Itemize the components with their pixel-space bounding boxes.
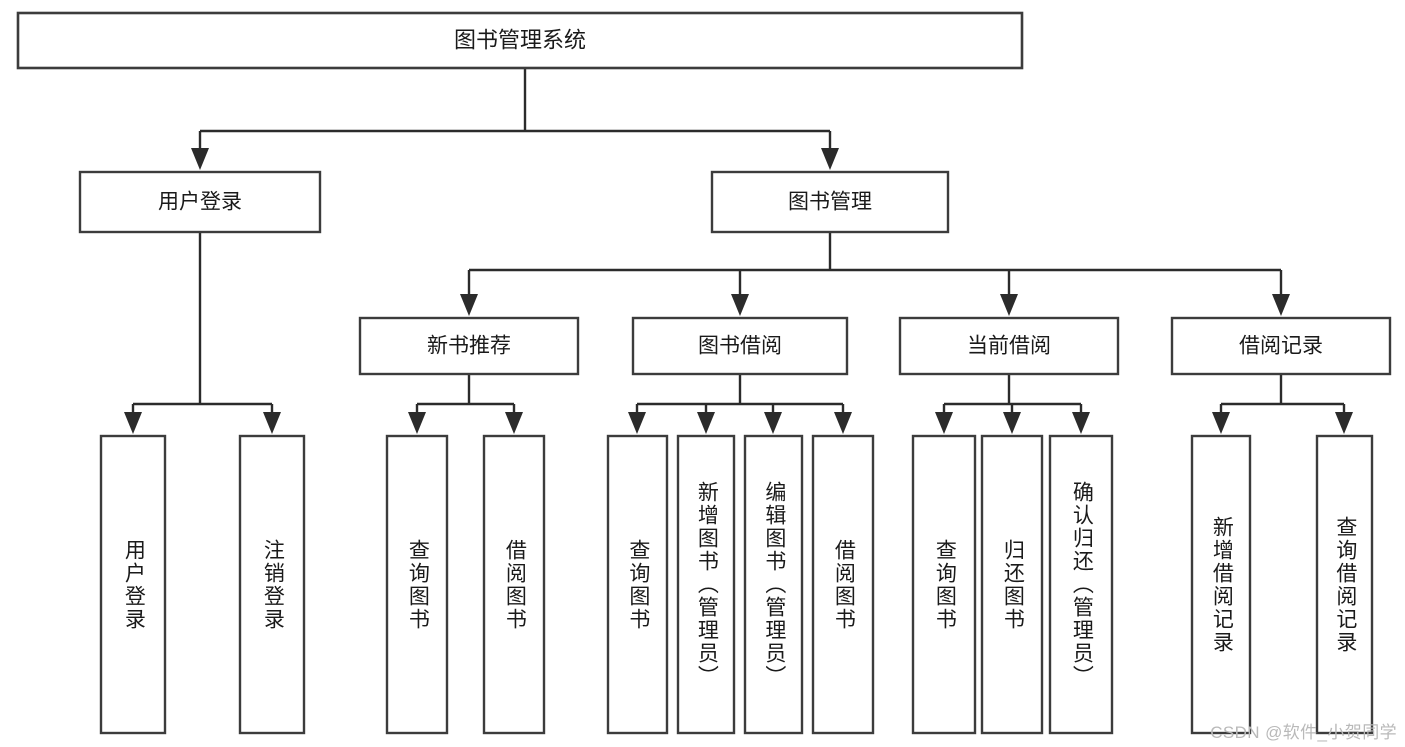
node-box-level2-0[interactable] bbox=[78, 170, 322, 234]
login-arrow-1 bbox=[263, 412, 281, 434]
leaf-box-4[interactable] bbox=[606, 434, 669, 735]
group-arrow-1-3 bbox=[834, 412, 852, 434]
node-box-level3-1[interactable] bbox=[631, 316, 849, 376]
group-arrow-2-1 bbox=[1003, 412, 1021, 434]
mgmt-arrow-0 bbox=[460, 294, 478, 316]
node-box-root[interactable] bbox=[16, 11, 1024, 70]
root-arrow-0 bbox=[191, 148, 209, 170]
leaf-box-3[interactable] bbox=[482, 434, 546, 735]
connectors-layer bbox=[124, 68, 1353, 434]
node-box-level3-3[interactable] bbox=[1170, 316, 1392, 376]
group-arrow-2-0 bbox=[935, 412, 953, 434]
leaf-box-6[interactable] bbox=[743, 434, 804, 735]
leaf-box-0[interactable] bbox=[99, 434, 167, 735]
leaf-box-7[interactable] bbox=[811, 434, 875, 735]
leaf-box-9[interactable] bbox=[980, 434, 1044, 735]
node-label-level3-2: 当前借阅 bbox=[967, 335, 1051, 358]
node-label-level3-0: 新书推荐 bbox=[427, 335, 511, 358]
mgmt-arrow-3 bbox=[1272, 294, 1290, 316]
node-label-level2-0: 用户登录 bbox=[158, 191, 242, 214]
node-box-level3-2[interactable] bbox=[898, 316, 1120, 376]
mgmt-arrow-1 bbox=[731, 294, 749, 316]
group-arrow-3-1 bbox=[1335, 412, 1353, 434]
leaf-box-8[interactable] bbox=[911, 434, 977, 735]
node-box-level3-0[interactable] bbox=[358, 316, 580, 376]
leaf-box-2[interactable] bbox=[385, 434, 449, 735]
node-label-level2-1: 图书管理 bbox=[788, 191, 872, 214]
group-arrow-1-0 bbox=[628, 412, 646, 434]
group-arrow-2-2 bbox=[1072, 412, 1090, 434]
leaf-box-12[interactable] bbox=[1315, 434, 1374, 735]
leaf-box-1[interactable] bbox=[238, 434, 306, 735]
leaf-box-10[interactable] bbox=[1048, 434, 1114, 735]
node-box-level2-1[interactable] bbox=[710, 170, 950, 234]
boxes-layer bbox=[16, 11, 1392, 735]
node-label-root: 图书管理系统 bbox=[454, 27, 586, 52]
node-label-level3-3: 借阅记录 bbox=[1239, 335, 1323, 358]
group-arrow-0-1 bbox=[505, 412, 523, 434]
mgmt-arrow-2 bbox=[1000, 294, 1018, 316]
group-arrow-1-1 bbox=[697, 412, 715, 434]
group-arrow-0-0 bbox=[408, 412, 426, 434]
csdn-watermark: CSDN @软件_小贺同学 bbox=[1210, 723, 1397, 742]
root-arrow-1 bbox=[821, 148, 839, 170]
leaf-box-5[interactable] bbox=[676, 434, 736, 735]
node-label-level3-1: 图书借阅 bbox=[698, 335, 782, 358]
leaf-box-11[interactable] bbox=[1190, 434, 1252, 735]
group-arrow-1-2 bbox=[764, 412, 782, 434]
login-arrow-0 bbox=[124, 412, 142, 434]
group-arrow-3-0 bbox=[1212, 412, 1230, 434]
